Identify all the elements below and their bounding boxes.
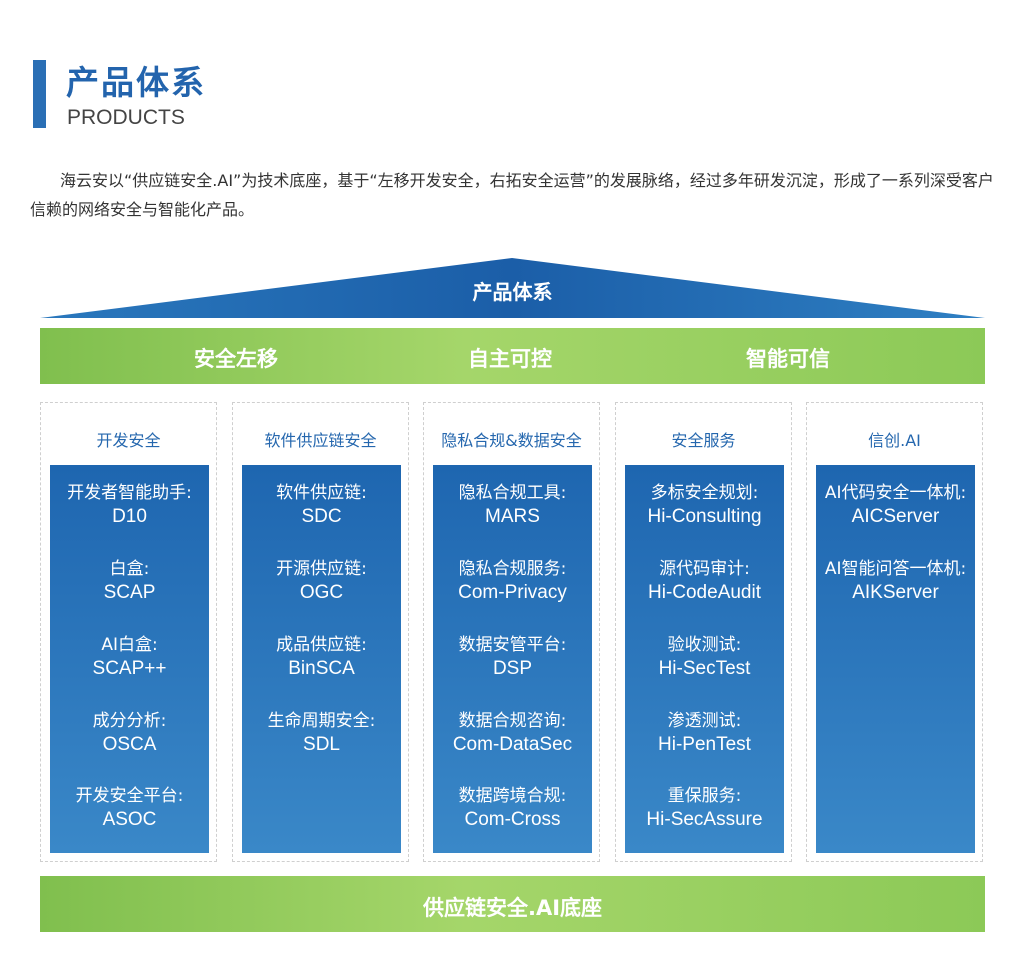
product-name: 开源供应链:: [276, 559, 367, 579]
product-name: 软件供应链:: [276, 483, 367, 503]
column-title: 信创.AI: [868, 431, 921, 450]
product-item: 数据合规咨询: Com-DataSec: [433, 709, 592, 757]
product-code: Hi-CodeAudit: [648, 582, 761, 603]
product-code: Hi-SecTest: [658, 658, 751, 679]
product-code: SDL: [303, 734, 340, 755]
product-item: AI代码安全一体机: AICServer: [816, 481, 975, 529]
product-name: 验收测试:: [667, 635, 742, 655]
intro-paragraph: 海云安以“供应链安全.AI”为技术底座，基于“左移开发安全，右拓安全运营”的发展…: [30, 171, 994, 219]
product-name: 隐私合规工具:: [458, 483, 567, 503]
product-item: 数据跨境合规: Com-Cross: [433, 784, 592, 832]
product-name: 数据跨境合规:: [458, 786, 567, 806]
product-name: 重保服务:: [667, 786, 742, 806]
product-item: 软件供应链: SDC: [242, 481, 401, 529]
product-item: 重保服务: Hi-SecAssure: [625, 784, 784, 832]
product-name: AI智能问答一体机:: [824, 559, 967, 579]
product-code: Com-DataSec: [452, 734, 573, 755]
product-code: SCAP++: [92, 658, 167, 679]
product-item: 隐私合规服务: Com-Privacy: [433, 557, 592, 605]
product-name: 隐私合规服务:: [458, 559, 567, 579]
product-column: 开发安全开发者智能助手: D10 白盒: SCAP AI白盒: SCAP++ 成分分析: OS…: [40, 402, 217, 862]
product-code: D10: [112, 506, 147, 527]
product-item: 成品供应链: BinSCA: [242, 633, 401, 681]
column-title: 安全服务: [671, 431, 736, 450]
product-column: 安全服务多标安全规划: Hi-Consulting 源代码审计: Hi-CodeAud…: [615, 402, 792, 862]
product-item: AI智能问答一体机: AIKServer: [816, 557, 975, 605]
product-name: 开发安全平台:: [75, 786, 184, 806]
page-subtitle: PRODUCTS: [67, 106, 185, 129]
column-title: 软件供应链安全: [264, 431, 377, 450]
product-name: 数据合规咨询:: [458, 711, 567, 731]
product-item: 验收测试: Hi-SecTest: [625, 633, 784, 681]
product-name: 成分分析:: [92, 711, 167, 731]
product-name: 成品供应链:: [276, 635, 367, 655]
column-title: 开发安全: [96, 431, 161, 450]
pillar-label-shift-left: 安全左移: [194, 347, 278, 371]
product-code: OSCA: [102, 734, 157, 755]
product-code: MARS: [485, 506, 540, 527]
roof-triangle: [40, 258, 985, 318]
column-title: 隐私合规&数据安全: [441, 431, 582, 450]
pillar-label-smart-trust: 智能可信: [746, 347, 830, 371]
product-code: AIKServer: [852, 582, 939, 603]
product-code: ASOC: [102, 809, 157, 830]
product-item: 渗透测试: Hi-PenTest: [625, 709, 784, 757]
product-column: 软件供应链安全软件供应链: SDC 开源供应链: OGC 成品供应链: BinSCA 生命周…: [232, 402, 409, 862]
product-code: DSP: [492, 658, 533, 679]
product-item: 隐私合规工具: MARS: [433, 481, 592, 529]
product-name: 渗透测试:: [667, 711, 742, 731]
product-code: SDC: [301, 506, 342, 527]
base-band: 供应链安全.AI底座: [40, 876, 985, 932]
title-accent-bar: [33, 60, 46, 128]
product-code: AICServer: [851, 506, 940, 527]
product-item: 生命周期安全: SDL: [242, 709, 401, 757]
product-code: BinSCA: [288, 658, 355, 679]
product-code: OGC: [299, 582, 344, 603]
product-code: Hi-PenTest: [658, 734, 751, 755]
product-name: AI白盒:: [101, 635, 158, 655]
product-name: 开发者智能助手:: [67, 483, 192, 503]
roof-label: 产品体系: [472, 280, 553, 304]
product-column: 隐私合规&数据安全隐私合规工具: MARS 隐私合规服务: Com-Privacy 数据…: [423, 402, 600, 862]
product-name: 源代码审计:: [659, 559, 750, 579]
product-name: 数据安管平台:: [458, 635, 567, 655]
product-name: AI代码安全一体机:: [824, 483, 967, 503]
product-item: 开源供应链: OGC: [242, 557, 401, 605]
column-body: 开发者智能助手: D10 白盒: SCAP AI白盒: SCAP++ 成分分析: OSCA 开发…: [50, 465, 209, 853]
page-title: 产品体系: [66, 63, 206, 102]
product-code: Hi-SecAssure: [646, 809, 763, 830]
product-item: 数据安管平台: DSP: [433, 633, 592, 681]
pillars-band: 安全左移 自主可控 智能可信: [40, 328, 985, 384]
product-code: Hi-Consulting: [647, 506, 762, 527]
product-code: Com-Cross: [464, 809, 561, 830]
product-item: 源代码审计: Hi-CodeAudit: [625, 557, 784, 605]
product-item: 多标安全规划: Hi-Consulting: [625, 481, 784, 529]
product-name: 多标安全规划:: [650, 483, 759, 503]
product-name: 生命周期安全:: [267, 711, 376, 731]
base-label: 供应链安全.AI底座: [422, 896, 603, 920]
column-body: 软件供应链: SDC 开源供应链: OGC 成品供应链: BinSCA 生命周期安全: SDL: [242, 465, 401, 853]
product-item: 成分分析: OSCA: [50, 709, 209, 757]
pillar-label-self-control: 自主可控: [468, 347, 552, 371]
product-item: 白盒: SCAP: [50, 557, 209, 605]
product-code: SCAP: [103, 582, 156, 603]
column-body: 多标安全规划: Hi-Consulting 源代码审计: Hi-CodeAudit 验收…: [625, 465, 784, 853]
product-name: 白盒:: [109, 559, 150, 579]
product-code: Com-Privacy: [458, 582, 567, 603]
product-item: 开发安全平台: ASOC: [50, 784, 209, 832]
product-item: AI白盒: SCAP++: [50, 633, 209, 681]
product-item: 开发者智能助手: D10: [50, 481, 209, 529]
